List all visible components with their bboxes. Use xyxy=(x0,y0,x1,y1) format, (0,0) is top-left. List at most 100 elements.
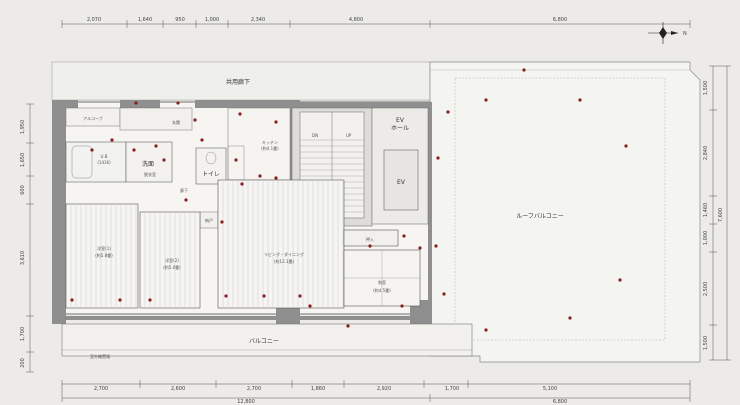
equipment-marker xyxy=(434,244,438,248)
dim-right-6: 2,500 xyxy=(703,282,709,296)
equipment-marker xyxy=(184,198,188,202)
equipment-marker xyxy=(568,316,572,320)
equipment-marker xyxy=(238,112,242,116)
equipment-marker xyxy=(262,294,266,298)
equipment-markers xyxy=(70,68,628,332)
equipment-marker xyxy=(148,298,152,302)
equipment-marker xyxy=(162,158,166,162)
dim-bottom-2: 2,600 xyxy=(171,386,185,392)
roof-balcony-label: ルーフバルコニー xyxy=(516,213,564,220)
dim-right-5: 1,000 xyxy=(703,231,709,245)
closet-label: 押入 xyxy=(366,236,374,242)
dim-bottom-1: 2,700 xyxy=(94,386,108,392)
western-room-2-label: 洋室(2) xyxy=(165,257,179,263)
western-room-1-label: 洋室(1) xyxy=(97,245,111,251)
entrance-label: 玄関 xyxy=(172,119,180,125)
dim-right-4: 1,460 xyxy=(703,203,709,217)
equipment-marker xyxy=(400,304,404,308)
equipment-marker xyxy=(274,176,278,180)
dim-top-6: 4,800 xyxy=(349,17,363,23)
equipment-marker xyxy=(618,278,622,282)
equipment-marker xyxy=(200,138,204,142)
dim-bottom-4: 1,860 xyxy=(311,386,325,392)
toilet-bowl xyxy=(205,151,217,165)
equipment-marker xyxy=(442,292,446,296)
dim-left-4: 3,610 xyxy=(20,251,26,265)
ub-size: (1416) xyxy=(97,160,111,165)
living-dining xyxy=(217,179,345,309)
equipment-marker xyxy=(298,294,302,298)
living-dining-flooring xyxy=(222,180,344,308)
bottom-dimensions xyxy=(61,380,691,402)
dim-left-6: 200 xyxy=(20,358,26,368)
equipment-marker xyxy=(346,324,350,328)
storage-label: 納戸 xyxy=(205,217,213,223)
living-dining-label: リビング・ダイニング xyxy=(264,251,304,257)
western-room-1-size: (約5.8畳) xyxy=(95,252,113,258)
stair-dn-label: DN xyxy=(312,133,318,138)
toilet xyxy=(195,147,227,185)
dim-top-1: 2,070 xyxy=(87,17,101,23)
equipment-marker xyxy=(132,148,136,152)
dim-bottom-6: 1,700 xyxy=(445,386,459,392)
balcony-label: バルコニー xyxy=(249,338,279,345)
equipment-marker xyxy=(176,101,180,105)
dim-top-7: 6,800 xyxy=(553,17,567,23)
japanese-room-size: (約4.5畳) xyxy=(373,287,391,293)
dim-top-2: 1,640 xyxy=(138,17,152,23)
right-dimensions xyxy=(709,65,731,361)
bathtub xyxy=(71,145,93,179)
equipment-marker xyxy=(308,304,312,308)
compass-icon xyxy=(648,22,678,44)
ev-hall-label: EV xyxy=(396,117,405,124)
unit-bath xyxy=(65,141,127,183)
equipment-marker xyxy=(368,244,372,248)
dim-top-3: 950 xyxy=(175,17,185,23)
dim-top-5: 2,340 xyxy=(251,17,265,23)
compass-label: N xyxy=(683,31,687,37)
dim-left-1: 1,950 xyxy=(20,120,26,134)
dim-right-7: 1,500 xyxy=(703,336,709,350)
stair-up-label: UP xyxy=(346,133,352,138)
equipment-marker xyxy=(446,110,450,114)
toilet-label: トイレ xyxy=(202,171,220,178)
equipment-marker xyxy=(90,148,94,152)
dim-bottom-5: 2,920 xyxy=(377,386,391,392)
equipment-marker xyxy=(234,158,238,162)
kitchen-size: (約4.1畳) xyxy=(261,145,279,151)
living-dining-size: (約12.1畳) xyxy=(274,258,294,264)
dim-left-2: 1,650 xyxy=(20,153,26,167)
equipment-marker xyxy=(274,120,278,124)
elevator-label: EV xyxy=(397,179,406,186)
western-room-1-flooring xyxy=(70,204,137,308)
top-dimensions xyxy=(61,20,691,28)
roof-balcony xyxy=(429,61,701,363)
dim-right-2: 2,840 xyxy=(703,146,709,160)
equipment-marker xyxy=(134,101,138,105)
hallway-label: 廊下 xyxy=(180,187,188,193)
equipment-marker xyxy=(193,118,197,122)
entrance xyxy=(119,107,193,131)
equipment-marker xyxy=(258,174,262,178)
dim-bottom-7: 5,100 xyxy=(543,386,557,392)
ev-hall-label2: ホール xyxy=(391,125,409,132)
equipment-marker xyxy=(220,220,224,224)
washroom-label: 洗面 xyxy=(142,160,154,168)
western-room-2-flooring xyxy=(144,212,196,308)
dim-right-3: 7,600 xyxy=(718,208,724,222)
japanese-room-label: 和室 xyxy=(378,279,386,285)
equipment-marker xyxy=(154,144,158,148)
alcove-label: アルコーブ xyxy=(83,115,103,121)
dim-right-1: 1,500 xyxy=(703,81,709,95)
dim-bottom-3: 2,700 xyxy=(247,386,261,392)
dim-left-5: 1,700 xyxy=(20,327,26,341)
dim-left-3: 600 xyxy=(20,185,26,195)
equipment-marker xyxy=(224,294,228,298)
dim-top-4: 1,000 xyxy=(205,17,219,23)
dim-bottom-total-1: 12,800 xyxy=(237,399,255,405)
kitchen-label: キッチン xyxy=(262,140,278,145)
equipment-marker xyxy=(578,98,582,102)
equipment-marker xyxy=(110,138,114,142)
